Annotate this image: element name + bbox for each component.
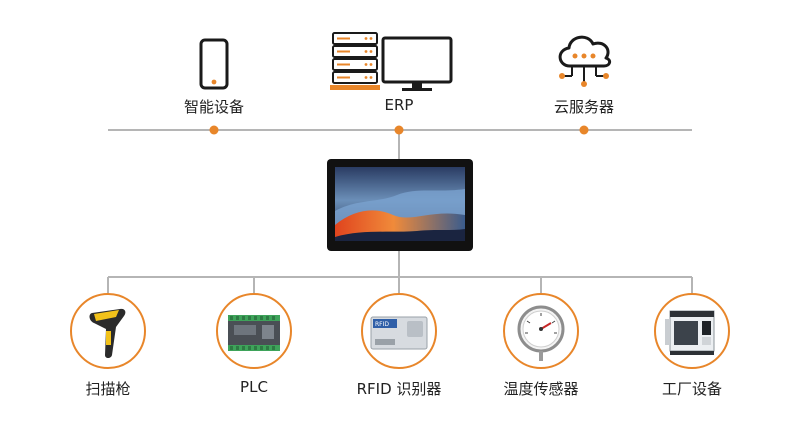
connection-dot [394, 125, 404, 135]
bottom-node-label: 扫描枪 [85, 380, 131, 398]
touch-panel-display-icon [327, 159, 473, 251]
barcode-scanner-icon [89, 308, 126, 358]
top-node-label: 云服务器 [553, 98, 615, 116]
cnc-machine-icon [665, 310, 715, 355]
bottom-node-label: RFID 识别器 [356, 380, 442, 398]
smartphone-icon [199, 38, 229, 90]
temperature-gauge-icon [517, 305, 565, 361]
cloud-network-icon [558, 35, 612, 87]
plc-node [216, 293, 292, 369]
top-icons [199, 32, 612, 91]
rfid-reader-node: RFID [361, 293, 437, 369]
rfid-reader-icon: RFID [370, 316, 428, 350]
temperature-sensor-node [503, 293, 579, 369]
top-node-label: ERP [384, 96, 414, 114]
factory-equipment-node [654, 293, 730, 369]
server-monitor-icon [330, 32, 453, 91]
rfid-plate-text: RFID [375, 321, 389, 328]
barcode-scanner-node [70, 293, 146, 369]
connection-dot [209, 125, 219, 135]
top-node-label: 智能设备 [183, 98, 245, 116]
bottom-node-label: 温度传感器 [503, 380, 579, 398]
bottom-node-label: 工厂设备 [661, 380, 723, 398]
connection-dot [579, 125, 589, 135]
bottom-node-label: PLC [240, 378, 268, 396]
plc-module-icon [228, 315, 280, 351]
